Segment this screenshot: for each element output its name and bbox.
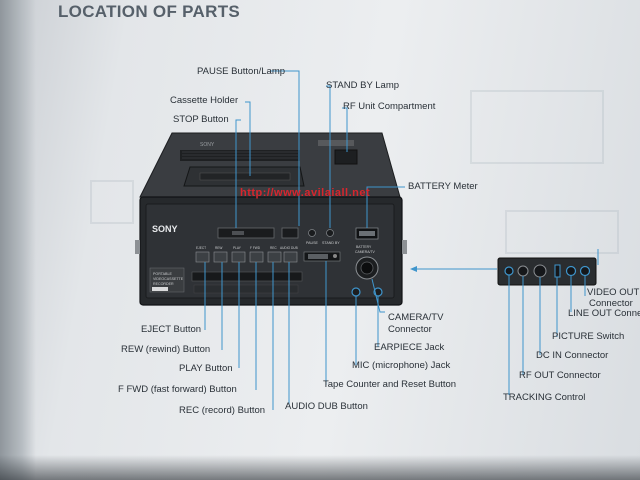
line-out-connector — [565, 265, 577, 277]
dc-in-connector — [533, 264, 547, 278]
bleed-through-box — [505, 210, 619, 254]
leader-standby — [326, 85, 331, 228]
leader-stop — [235, 119, 241, 228]
picture-switch — [554, 264, 561, 278]
rf-unit-compartment — [334, 149, 358, 165]
pause-lamp — [308, 229, 316, 237]
leader-camera-tv — [371, 278, 385, 313]
callout-stop: STOP Button — [173, 114, 229, 125]
callout-battery-meter: BATTERY Meter — [408, 181, 478, 192]
callout-pause: PAUSE Button/Lamp — [197, 66, 286, 77]
stop-button — [217, 227, 275, 239]
callout-cassette-holder: Cassette Holder — [170, 95, 239, 106]
right-handle-bracket — [402, 240, 407, 254]
leader-cassette-holder — [245, 101, 251, 176]
bleed-through-box — [470, 90, 604, 164]
cassette-slot — [191, 271, 303, 282]
callout-rew: REW (rewind) Button — [121, 344, 211, 355]
callout-rf-out: RF OUT Connector — [519, 370, 601, 381]
pause-button — [281, 227, 299, 239]
callout-video-out-2: Connector — [589, 298, 633, 309]
svg-text:CAMERA/TV: CAMERA/TV — [355, 250, 376, 254]
key-label-eject: EJECT — [196, 246, 206, 250]
mic-jack — [351, 287, 361, 297]
key-label-audio-dub: AUDIO DUB — [280, 246, 298, 250]
cassette-window — [199, 172, 291, 181]
watermark-text: http://www.avilaiall.net — [240, 187, 371, 199]
leader-rf-unit — [342, 107, 348, 152]
page-bottom-shadow — [0, 455, 640, 480]
key-label-rec: REC — [270, 246, 277, 250]
key-label-rew: REW — [215, 246, 222, 250]
callout-rf-unit: RF Unit Compartment — [343, 101, 436, 112]
callout-rec: REC (record) Button — [179, 405, 266, 416]
vent-grille — [180, 150, 300, 161]
rf-out-connector — [517, 265, 529, 277]
page-title: LOCATION OF PARTS — [58, 2, 241, 21]
counter-reset-button — [333, 254, 337, 258]
callout-tracking: TRACKING Control — [503, 392, 586, 403]
key-label-ffwd: F FWD — [250, 246, 261, 250]
callout-earpiece: EARPIECE Jack — [374, 342, 445, 353]
audio-dub-key — [283, 251, 298, 263]
callout-audio-dub: AUDIO DUB Button — [285, 401, 368, 412]
svg-text:RECORDER: RECORDER — [153, 282, 174, 286]
callout-dc-in: DC IN Connector — [536, 350, 609, 361]
key-label-play: PLAY — [233, 246, 242, 250]
front-brand-logo: SONY — [152, 224, 178, 234]
bleed-through-box — [90, 180, 134, 224]
svg-text:VIDEOCASSETTE: VIDEOCASSETTE — [153, 277, 184, 281]
callout-camera-tv: CAMERA/TV — [388, 312, 444, 323]
callout-picture: PICTURE Switch — [552, 331, 625, 342]
callout-video-out: VIDEO OUT — [587, 287, 640, 298]
standby-lamp — [326, 229, 334, 237]
rec-key — [267, 251, 282, 263]
ffwd-key — [249, 251, 264, 263]
video-out-connector — [579, 265, 591, 277]
eject-key — [195, 251, 210, 263]
rew-key — [213, 251, 228, 263]
leader-battery — [366, 186, 405, 228]
svg-text:STAND BY: STAND BY — [322, 241, 340, 245]
callout-ffwd: F FWD (fast forward) Button — [118, 384, 237, 395]
callout-mic: MIC (microphone) Jack — [352, 360, 451, 371]
svg-text:BATTERY: BATTERY — [356, 245, 372, 249]
callout-tape-counter: Tape Counter and Reset Button — [323, 379, 457, 390]
callout-camera-tv-2: Connector — [388, 324, 432, 335]
svg-text:PORTABLE: PORTABLE — [153, 272, 172, 276]
callout-line-out: LINE OUT Connec — [568, 308, 640, 319]
callout-standby: STAND BY Lamp — [326, 80, 400, 91]
svg-text:PAUSE: PAUSE — [306, 241, 319, 245]
callout-eject: EJECT Button — [141, 324, 202, 335]
play-key — [231, 251, 246, 263]
leader-pause — [270, 70, 300, 226]
top-emblem — [318, 140, 354, 146]
page-spine-shadow — [0, 0, 36, 480]
function-keys — [195, 251, 298, 263]
top-brand-mark: SONY — [200, 142, 215, 148]
left-handle-bracket — [135, 240, 140, 254]
tracking-control — [504, 266, 514, 276]
callout-play: PLAY Button — [179, 363, 233, 374]
